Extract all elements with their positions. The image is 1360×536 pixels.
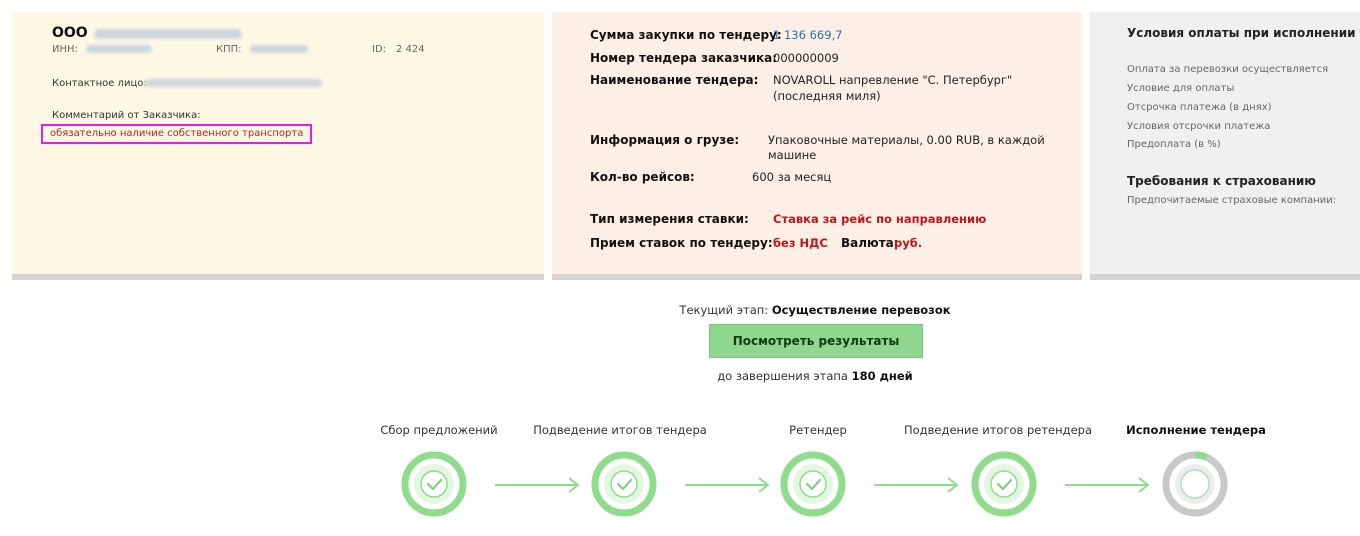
kpp-value-redacted — [250, 45, 308, 53]
step-done-check-icon[interactable] — [971, 451, 1037, 517]
sum-label: Сумма закупки по тендеру: — [590, 28, 782, 42]
payment-item: Оплата за перевозки осуществляется — [1127, 64, 1329, 75]
stage-remaining-label: до завершения этапа — [717, 369, 848, 383]
number-value: 000000009 — [773, 51, 839, 65]
id-value: 2 424 — [396, 44, 425, 55]
inn-value-redacted — [86, 45, 152, 53]
current-stage: Текущий этап: Осуществление перевозок — [0, 303, 1360, 317]
arrow-right-icon — [1065, 477, 1150, 493]
customer-comment: обязательно наличие собственного транспо… — [41, 124, 313, 144]
step-done-check-icon[interactable] — [780, 451, 846, 517]
payment-item: Предоплата (в %) — [1127, 139, 1221, 150]
current-stage-value: Осуществление перевозок — [771, 303, 951, 317]
customer-panel: ООО ИНН: КПП: ID: 2 424 Контактное лицо:… — [12, 12, 544, 280]
currency-value: руб. — [894, 236, 923, 250]
step-label-results: Подведение итогов тендера — [533, 423, 707, 437]
trips-label: Кол-во рейсов: — [590, 170, 695, 184]
step-done-check-icon[interactable] — [591, 451, 657, 517]
company-name: ООО — [52, 25, 88, 41]
inn-label: ИНН: — [52, 44, 78, 55]
comment-label: Комментарий от Заказчика: — [52, 110, 201, 121]
rate-type-label: Тип измерения ставки: — [590, 212, 749, 226]
cargo-value-line2: машине — [768, 148, 817, 162]
name-label: Наименование тендера: — [590, 73, 759, 87]
cargo-value-line1: Упаковочные материалы, 0.00 RUB, в каждо… — [768, 133, 1045, 147]
step-active-progress-icon[interactable] — [1162, 451, 1228, 517]
contact-label: Контактное лицо: — [52, 78, 147, 89]
name-value-line1: NOVAROLL напревление "С. Петербург" — [773, 73, 1013, 87]
bids-value: без НДС — [773, 236, 828, 250]
step-label-execution: Исполнение тендера — [1126, 423, 1266, 437]
company-name-redacted — [94, 29, 242, 39]
id-label: ID: — [372, 44, 387, 55]
number-label: Номер тендера заказчика: — [590, 51, 778, 65]
kpp-label: КПП: — [216, 44, 242, 55]
step-done-check-icon[interactable] — [401, 451, 467, 517]
contact-value-redacted — [144, 79, 322, 87]
bids-label: Прием ставок по тендеру: — [590, 236, 773, 250]
currency-label: Валюта: — [841, 236, 899, 250]
view-results-button[interactable]: Посмотреть результаты — [709, 324, 923, 358]
trips-value: 600 за месяц — [752, 170, 832, 184]
stage-remaining: до завершения этапа 180 дней — [0, 369, 1360, 383]
payment-item: Условие для оплаты — [1127, 83, 1235, 94]
insurance-item: Предпочитаемые страховые компании: — [1127, 195, 1337, 206]
current-stage-label: Текущий этап: — [679, 303, 769, 317]
payment-item: Условия отсрочки платежа — [1127, 121, 1271, 132]
insurance-title: Требования к страхованию — [1127, 174, 1316, 188]
tender-panel: Сумма закупки по тендеру: 1 136 669,7 Но… — [552, 12, 1082, 280]
step-label-retender: Ретендер — [789, 423, 847, 437]
step-label-retender-results: Подведение итогов ретендера — [904, 423, 1092, 437]
payment-title: Условия оплаты при исполнении те — [1127, 26, 1360, 40]
rate-type-value: Ставка за рейс по направлению — [773, 212, 987, 226]
name-value-line2: (последняя миля) — [773, 89, 881, 103]
cargo-label: Информация о грузе: — [590, 133, 740, 147]
arrow-right-icon — [495, 477, 580, 493]
sum-value: 1 136 669,7 — [773, 28, 843, 42]
payment-panel: Условия оплаты при исполнении те Оплата … — [1090, 12, 1360, 280]
payment-item: Отсрочка платежа (в днях) — [1127, 102, 1272, 113]
arrow-right-icon — [874, 477, 959, 493]
step-label-collect: Сбор предложений — [380, 423, 498, 437]
arrow-right-icon — [685, 477, 770, 493]
stage-remaining-value: 180 дней — [851, 369, 913, 383]
